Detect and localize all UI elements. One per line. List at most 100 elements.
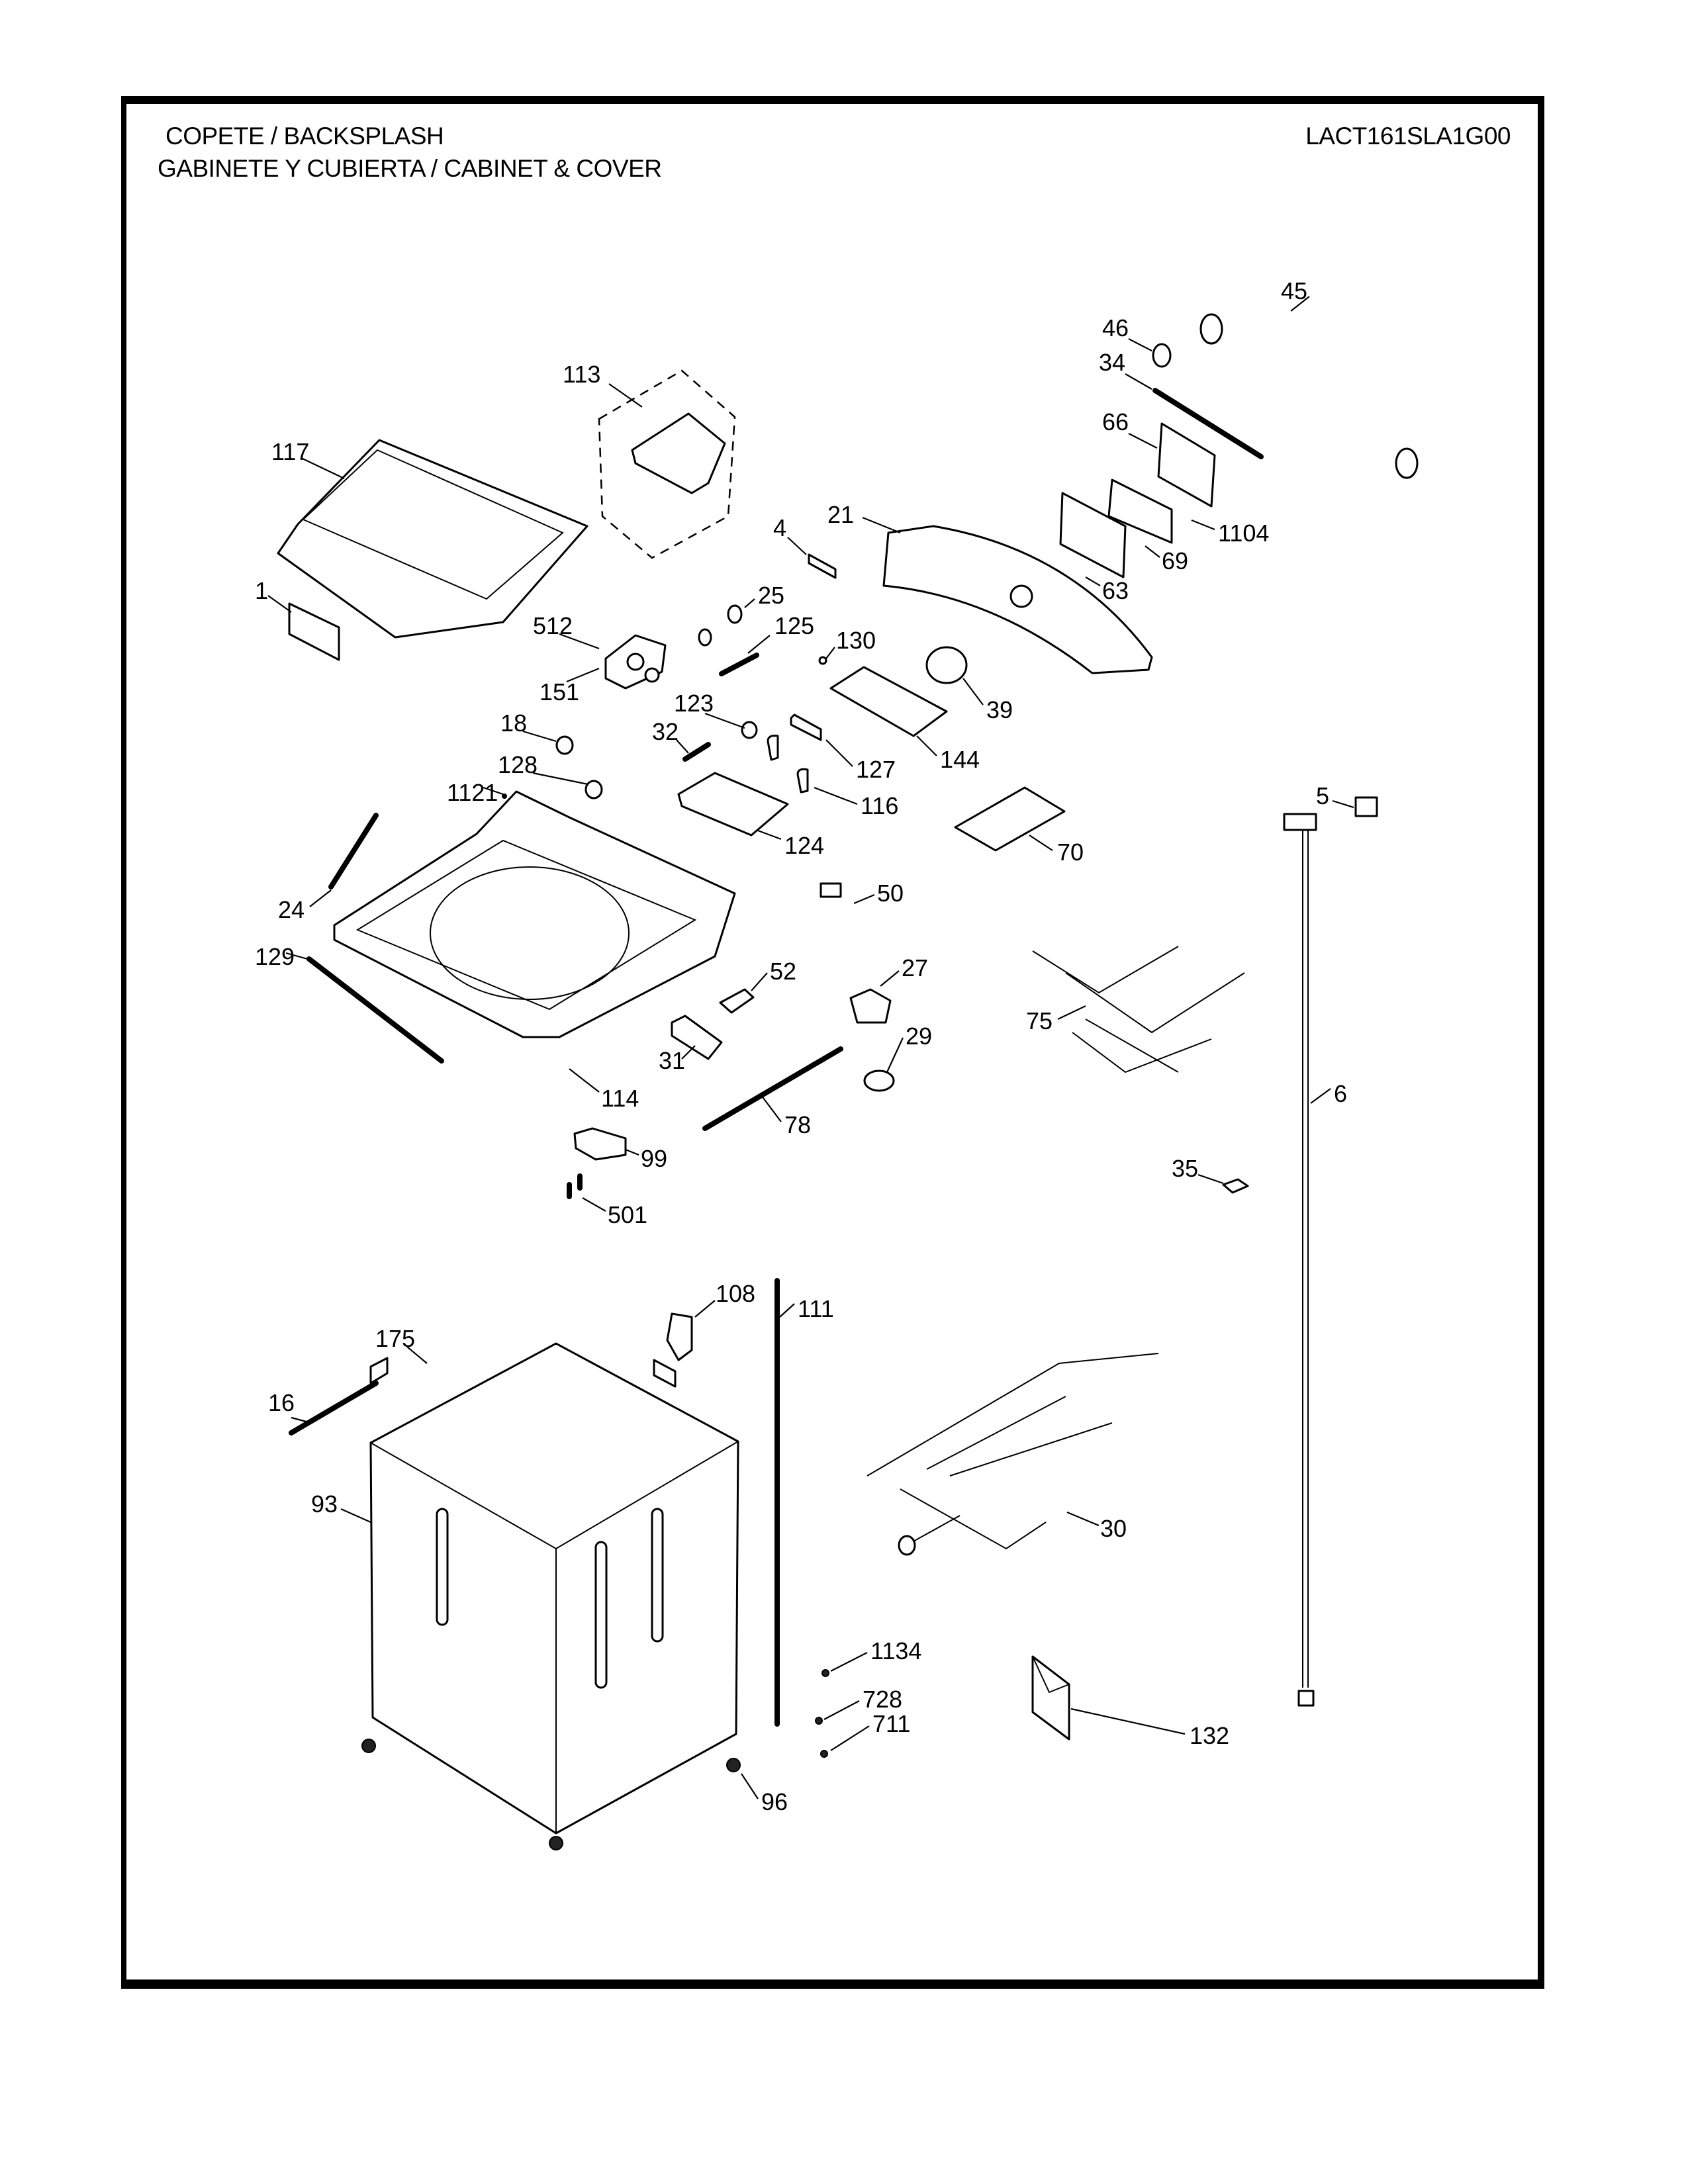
- callout-number: 18: [500, 709, 527, 737]
- callout-number: 108: [716, 1280, 755, 1307]
- callout-number: 711: [872, 1710, 910, 1737]
- callout-leader-line: [1128, 433, 1158, 449]
- callout-116: 116: [814, 786, 898, 819]
- callout-113: 113: [563, 361, 643, 408]
- callout-512: 512: [533, 612, 600, 650]
- callout-leader-line: [1125, 373, 1152, 390]
- callout-63: 63: [1085, 576, 1129, 604]
- callout-number: 130: [836, 627, 876, 654]
- callout-leader-line: [880, 970, 900, 987]
- callout-number: 123: [674, 690, 714, 717]
- callout-leader-line: [757, 829, 782, 841]
- callout-leader-line: [830, 1725, 870, 1751]
- callout-number: 50: [877, 880, 904, 907]
- callout-1134: 1134: [830, 1637, 921, 1672]
- part-board-housing: [1059, 492, 1127, 578]
- callout-leader-line: [522, 730, 557, 743]
- callout-99: 99: [625, 1145, 667, 1172]
- callout-130: 130: [825, 627, 876, 659]
- part-grommet: [585, 780, 603, 799]
- callout-number: 70: [1057, 839, 1084, 866]
- callout-number: 24: [278, 896, 305, 923]
- part-inlet-hose: [1199, 308, 1419, 496]
- callout-leader-line: [814, 786, 858, 805]
- callout-35: 35: [1172, 1155, 1224, 1185]
- callout-leader-line: [340, 1508, 371, 1524]
- part-power-cord: [1283, 813, 1317, 1707]
- callout-number: 31: [659, 1047, 685, 1074]
- callout-number: 29: [906, 1023, 932, 1050]
- callout-leader-line: [751, 972, 768, 991]
- callout-leader-line: [862, 516, 901, 534]
- callout-6: 6: [1310, 1080, 1347, 1107]
- callout-leader-line: [1310, 1088, 1331, 1104]
- part-screw-1121: [502, 794, 507, 799]
- callout-45: 45: [1281, 277, 1310, 312]
- callout-151: 151: [539, 667, 600, 705]
- part-dispenser-housing: [677, 772, 789, 837]
- part-screws-501: [567, 1173, 583, 1199]
- callout-number: 129: [255, 943, 295, 970]
- part-console-base-plate: [829, 666, 948, 737]
- callout-66: 66: [1102, 408, 1158, 449]
- callout-125: 125: [747, 612, 814, 654]
- callout-111: 111: [779, 1295, 834, 1322]
- callout-number: 1134: [870, 1637, 921, 1664]
- part-screw-711: [820, 1750, 828, 1758]
- part-hose-clamp: [727, 604, 743, 624]
- callout-1: 1: [255, 577, 292, 613]
- callout-leader-line: [676, 739, 689, 754]
- part-top-lid: [277, 439, 588, 639]
- callout-124: 124: [757, 829, 824, 859]
- callout-number: 117: [271, 438, 309, 465]
- callout-number: 127: [856, 756, 896, 783]
- part-top-cover-frame: [333, 790, 736, 1038]
- callout-leader-line: [1066, 1511, 1100, 1527]
- callout-number: 35: [1172, 1155, 1198, 1182]
- part-leveling-legs: [361, 1739, 741, 1850]
- callout-leader-line: [1085, 576, 1101, 586]
- callout-leader-line: [1128, 338, 1152, 351]
- part-manual-envelope: [1031, 1655, 1070, 1741]
- part-hose-washer: [1152, 343, 1172, 368]
- callout-number: 39: [986, 696, 1013, 723]
- callout-leader-line: [741, 1773, 759, 1799]
- callout-144: 144: [916, 735, 980, 773]
- callout-leader-line: [309, 889, 332, 907]
- callout-leader-line: [779, 1303, 795, 1318]
- part-lower-wire-harness: [867, 1353, 1159, 1556]
- part-selector-knob: [925, 646, 968, 684]
- callout-leader-line: [825, 739, 853, 767]
- section-title-backsplash: COPETE / BACKSPLASH: [165, 122, 444, 150]
- callout-number: 124: [784, 832, 824, 859]
- callout-32: 32: [652, 718, 689, 754]
- callout-129: 129: [255, 943, 310, 970]
- callout-leader-line: [291, 1416, 312, 1424]
- callout-number: 114: [601, 1085, 639, 1112]
- callout-leader-line: [582, 1197, 606, 1212]
- part-hinge-bracket: [790, 713, 822, 741]
- part-dispenser-drawer: [598, 369, 736, 559]
- callout-number: 125: [774, 612, 814, 639]
- part-cabinet: [369, 1342, 739, 1835]
- callout-175: 175: [375, 1325, 428, 1364]
- callout-number: 111: [798, 1295, 834, 1322]
- callout-leader-line: [694, 1300, 716, 1318]
- callout-leader-line: [886, 1037, 904, 1073]
- callout-number: 78: [784, 1111, 811, 1138]
- callout-leader-line: [301, 457, 345, 479]
- callout-number: 4: [773, 514, 786, 541]
- callout-number: 52: [770, 958, 796, 985]
- callout-leader-line: [823, 1700, 860, 1720]
- part-lid-gasket-strip: [306, 956, 444, 1064]
- callout-number: 1104: [1218, 520, 1269, 547]
- callout-leader-line: [569, 1068, 600, 1093]
- callout-number: 132: [1190, 1722, 1229, 1749]
- part-cabinet-label-2: [653, 1359, 677, 1388]
- callout-leader-line: [566, 667, 600, 683]
- callout-leader-line: [830, 1652, 868, 1672]
- callout-24: 24: [278, 889, 332, 923]
- part-lid-switch-cover: [671, 1015, 723, 1060]
